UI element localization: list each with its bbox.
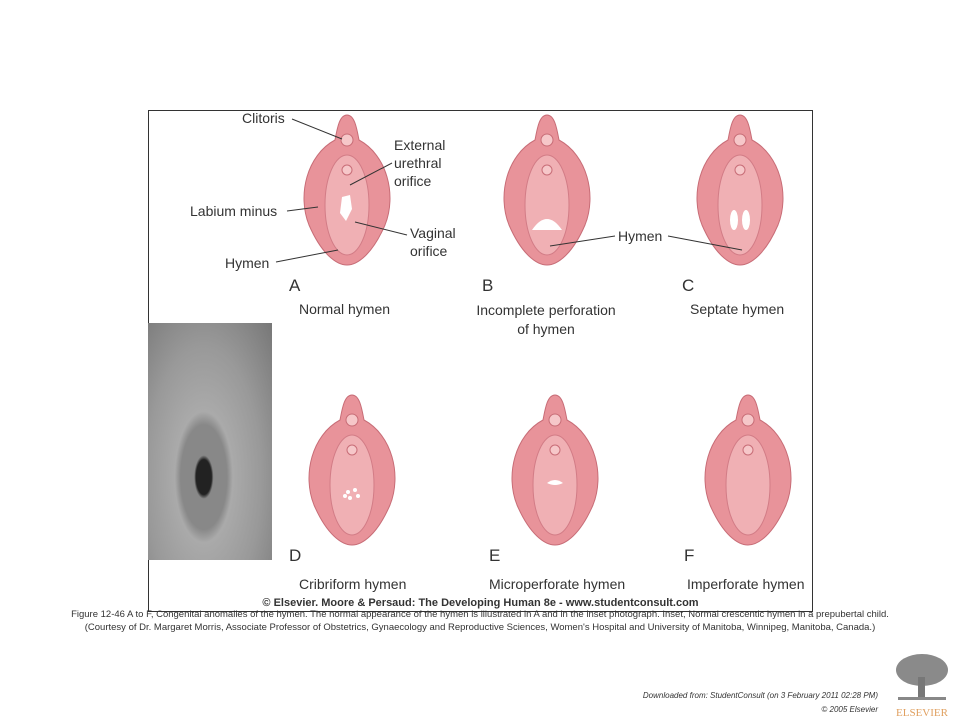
- panel-f-letter: F: [684, 546, 695, 565]
- panel-d-letter: D: [289, 546, 302, 565]
- panel-c-caption: Septate hymen: [690, 301, 785, 317]
- panel-c-letter: C: [682, 276, 695, 295]
- label-labium-minus: Labium minus: [190, 203, 278, 219]
- panel-a-letter: A: [289, 276, 301, 295]
- panel-b-caption: Incomplete perforation of hymen: [476, 302, 616, 337]
- panel-e-letter: E: [489, 546, 501, 565]
- label-vaginal-orifice: Vaginal orifice: [410, 225, 456, 259]
- leader-lines: [275, 118, 743, 263]
- panel-a-caption: Normal hymen: [299, 301, 391, 317]
- panel-f-caption: Imperforate hymen: [687, 576, 805, 592]
- label-hymen-bc: Hymen: [618, 228, 663, 244]
- panel-a-drawing: [303, 114, 391, 266]
- panel-e-drawing: [511, 394, 599, 546]
- panel-c-drawing: [696, 114, 784, 266]
- download-note: Downloaded from: StudentConsult (on 3 Fe…: [642, 691, 878, 700]
- label-clitoris: Clitoris: [242, 110, 285, 126]
- figure-caption: Figure 12-46 A to F, Congenital anomalie…: [71, 609, 889, 633]
- footer: Downloaded from: StudentConsult (on 3 Fe…: [643, 689, 878, 717]
- label-urethral-orifice: External urethral orifice: [394, 137, 446, 189]
- tree-icon: [896, 654, 948, 700]
- panel-d-caption: Cribriform hymen: [299, 576, 407, 592]
- inset-photograph: [148, 323, 272, 560]
- panel-b-letter: B: [482, 276, 494, 295]
- panel-e-caption: Microperforate hymen: [489, 576, 626, 592]
- illustration: [275, 114, 792, 546]
- publisher-name: ELSEVIER: [896, 707, 948, 719]
- figure-credit: © Elsevier. Moore & Persaud: The Develop…: [262, 597, 699, 609]
- copyright: © 2005 Elsevier: [821, 705, 878, 714]
- elsevier-logo: ELSEVIER: [894, 652, 950, 719]
- panel-f-drawing: [704, 394, 792, 546]
- panel-d-drawing: [308, 394, 396, 546]
- label-hymen-a: Hymen: [225, 255, 270, 271]
- panel-b-drawing: [503, 114, 591, 266]
